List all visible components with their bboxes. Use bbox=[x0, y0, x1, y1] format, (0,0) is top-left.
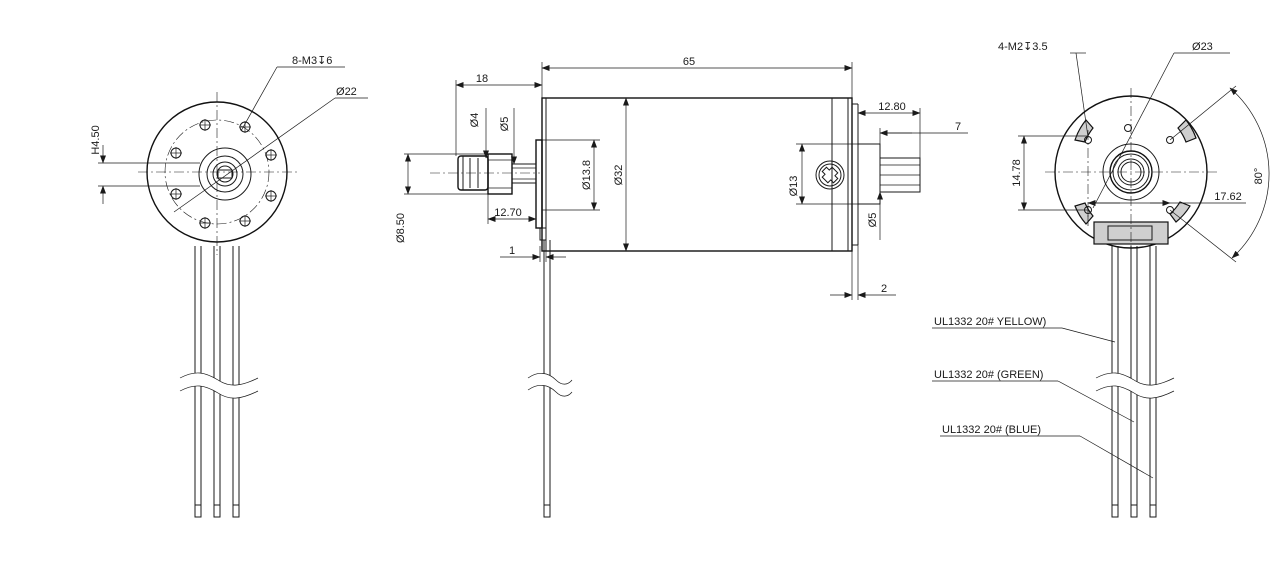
front-shaft bbox=[511, 163, 537, 184]
rear-screw bbox=[815, 160, 845, 190]
rear-hole-callout: 4-M2↧3.5 bbox=[998, 41, 1048, 53]
front-flange-dia: Ø22 bbox=[336, 86, 357, 98]
dim-length: 65 bbox=[683, 56, 695, 68]
wire-label-green: UL1332 20# (GREEN) bbox=[934, 369, 1043, 381]
dim-rear-step: 2 bbox=[881, 283, 887, 295]
side-view: 65 18 Ø4 Ø5 Ø8.50 12.70 Ø13.8 Ø32 1 bbox=[395, 56, 968, 518]
wire-label-blue: UL1332 20# (BLUE) bbox=[942, 424, 1041, 436]
rear-vertical-dim: 14.78 bbox=[1011, 159, 1023, 187]
rear-boss bbox=[857, 143, 881, 205]
front-mount-holes bbox=[170, 119, 277, 229]
front-wires bbox=[179, 246, 259, 518]
rear-horizontal-dim: 17.62 bbox=[1214, 191, 1242, 203]
front-offset-label: H4.50 bbox=[90, 125, 102, 154]
dim-shaft-dia-5: Ø5 bbox=[499, 117, 511, 132]
dim-shaft-dia-4: Ø4 bbox=[469, 113, 481, 128]
dim-rear-length: 12.80 bbox=[878, 101, 906, 113]
side-wire bbox=[527, 240, 573, 518]
wire-label-yellow: UL1332 20# YELLOW) bbox=[934, 316, 1046, 328]
rear-view: 4-M2↧3.5 Ø23 14.78 17.62 80° UL1332 20# … bbox=[932, 41, 1270, 518]
dim-rear-boss-dia: Ø13 bbox=[788, 176, 800, 197]
rear-wires bbox=[1095, 246, 1175, 518]
dim-shaft-extension: 18 bbox=[476, 73, 488, 85]
dim-flange-thickness: 1 bbox=[509, 245, 515, 257]
rear-angle: 80° bbox=[1253, 168, 1265, 185]
rear-pcd: Ø23 bbox=[1192, 41, 1213, 53]
dim-shaft-length: 12.70 bbox=[494, 207, 522, 219]
front-hole-callout: 8-M3↧6 bbox=[292, 55, 332, 67]
front-flange-plate bbox=[535, 139, 543, 229]
front-view: H4.50 8-M3↧6 Ø22 bbox=[90, 55, 368, 518]
dim-rear-shaft-dia: Ø5 bbox=[867, 213, 879, 228]
dim-boss-dia: Ø13.8 bbox=[581, 160, 593, 190]
dim-body-dia: Ø32 bbox=[613, 165, 625, 186]
dim-gear-dia: Ø8.50 bbox=[395, 213, 407, 243]
dim-rear-shaft-length: 7 bbox=[955, 121, 961, 133]
